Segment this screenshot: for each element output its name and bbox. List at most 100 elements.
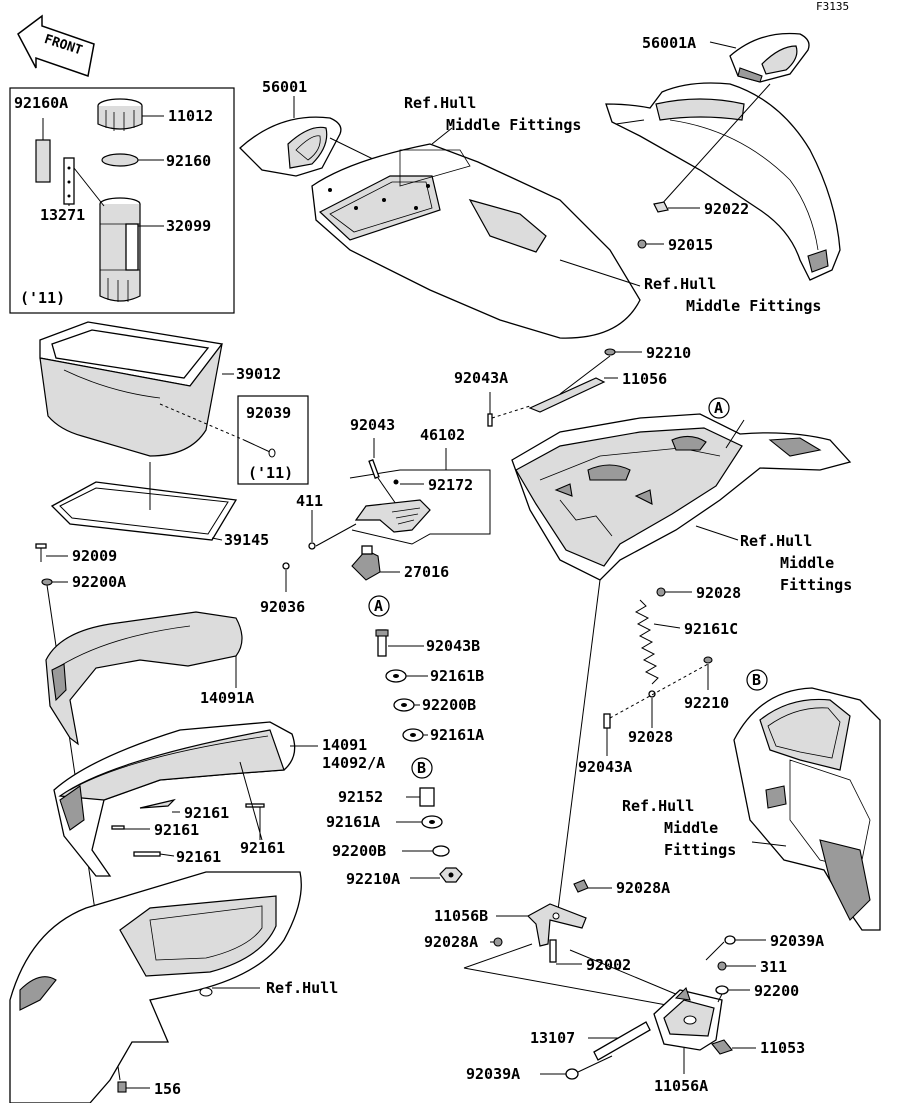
washer-92161B <box>385 669 428 683</box>
washer-92161A <box>402 728 428 742</box>
nut-311 <box>717 961 756 971</box>
label-year-2011-a: ('11) <box>20 289 65 307</box>
nut-92015 <box>637 239 664 249</box>
label-92160A: 92160A <box>14 94 68 112</box>
clip-92210-right <box>703 656 713 690</box>
bolt-92039A-top <box>705 935 766 961</box>
label-92002: 92002 <box>586 956 631 974</box>
ref-hull-3-line2: Middle <box>780 554 834 572</box>
label-92152: 92152 <box>338 788 383 806</box>
gasket-39145 <box>50 462 238 541</box>
label-92039A-lower: 92039A <box>466 1065 520 1083</box>
screw-92009 <box>35 543 68 562</box>
ref-hull-2-line2: Middle Fittings <box>686 297 821 315</box>
label-92028A-left: 92028A <box>424 933 478 951</box>
latch-46102 <box>354 499 431 533</box>
label-92161A: 92161A <box>430 726 484 744</box>
label-92039A-top: 92039A <box>770 932 824 950</box>
bracket-11056 <box>528 355 618 413</box>
strip-92160A <box>35 118 51 183</box>
spring-92172 <box>393 479 424 485</box>
mirror-56001 <box>239 96 421 183</box>
mirror-56001A <box>709 32 810 83</box>
label-32099: 32099 <box>166 217 211 235</box>
gasket-92160 <box>101 153 164 167</box>
hull-lower-right <box>733 687 881 931</box>
bolt-92043A-top <box>487 392 531 427</box>
plate-11053 <box>711 1039 756 1055</box>
rod-13107 <box>588 1021 651 1061</box>
label-92015: 92015 <box>668 236 713 254</box>
label-92028-top: 92028 <box>696 584 741 602</box>
label-14091: 14091 <box>322 736 367 754</box>
washer-92161A-lower <box>396 815 443 829</box>
marker-A-center <box>368 595 390 617</box>
marker-A-right <box>708 397 730 419</box>
bracket-11056A <box>653 986 723 1074</box>
label-11056A: 11056A <box>654 1077 708 1095</box>
hull-left <box>9 871 302 1103</box>
marker-A-center-label: A <box>374 597 383 615</box>
washer-92200B <box>393 698 420 712</box>
ref-hull-1-line1: Ref.Hull <box>404 94 476 112</box>
label-92161A-lower: 92161A <box>326 813 380 831</box>
link-11056B <box>496 903 587 947</box>
bracket-box-46102 <box>349 448 491 545</box>
pin-92043 <box>368 438 397 505</box>
ref-hull-1-line2: Middle Fittings <box>446 116 581 134</box>
label-92028A-top: 92028A <box>616 879 670 897</box>
label-92161-d: 92161 <box>240 839 285 857</box>
nut-92210A <box>410 867 463 883</box>
hull-middle-right <box>605 82 841 281</box>
clip-92028A-left <box>490 937 503 947</box>
label-92210-top: 92210 <box>646 344 691 362</box>
ref-hull-3-line3: Fittings <box>780 576 852 594</box>
marker-B-center-label: B <box>417 759 426 777</box>
label-46102: 46102 <box>420 426 465 444</box>
ref-hull-4-line2: Middle <box>664 819 718 837</box>
bracket-13271 <box>63 157 75 206</box>
screw-92002 <box>549 939 582 965</box>
label-year-2011-b: ('11) <box>248 464 293 482</box>
label-92036: 92036 <box>260 598 305 616</box>
label-14092A: 14092/A <box>322 754 385 772</box>
clip-92036 <box>282 562 290 592</box>
label-92161-a: 92161 <box>184 804 229 822</box>
bolt-92039 <box>159 403 276 458</box>
ref-hull-4-line1: Ref.Hull <box>622 797 694 815</box>
label-92043A-lower: 92043A <box>578 758 632 776</box>
label-92161-c: 92161 <box>176 848 221 866</box>
label-92043B: 92043B <box>426 637 480 655</box>
tube-32099 <box>73 167 164 302</box>
pin-92161-b <box>111 825 150 830</box>
label-92161C: 92161C <box>684 620 738 638</box>
screw-156 <box>117 1081 150 1093</box>
drawing-code: F3135 <box>816 0 849 13</box>
label-56001A: 56001A <box>642 34 696 52</box>
marker-B-center <box>411 757 433 779</box>
pin-92161-c <box>133 851 175 857</box>
hull-middle-top <box>311 127 641 339</box>
marker-A-right-label: A <box>714 399 723 417</box>
label-92172: 92172 <box>428 476 473 494</box>
washer-411 <box>308 510 357 550</box>
clip-92210-top <box>604 348 642 356</box>
marker-B-right-label: B <box>752 671 761 689</box>
label-56001: 56001 <box>262 78 307 96</box>
label-14091A: 14091A <box>200 689 254 707</box>
washer-92200B-lower <box>402 845 450 857</box>
pin-92043B <box>375 629 424 657</box>
collar-92152 <box>406 787 435 807</box>
label-13107: 13107 <box>530 1029 575 1047</box>
hull-fitting-right <box>511 413 852 581</box>
spring-92161C <box>634 599 681 685</box>
washer-92022 <box>653 201 700 213</box>
cover-14091 <box>53 721 318 877</box>
label-11056: 11056 <box>622 370 667 388</box>
label-92161B: 92161B <box>430 667 484 685</box>
ref-hull-2-line1: Ref.Hull <box>644 275 716 293</box>
bolt-92039A-lower <box>540 1055 613 1080</box>
pin-92161-d <box>245 803 265 840</box>
clip-92028-lower <box>648 690 656 728</box>
